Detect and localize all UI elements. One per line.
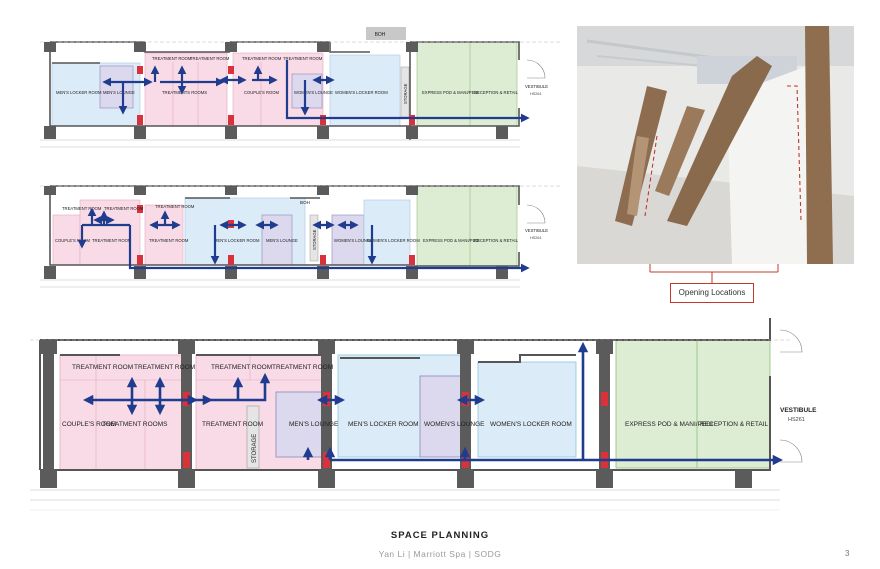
door-swings (526, 59, 803, 463)
circulation-arrows-b (77, 207, 530, 273)
floor-plan-option-c: TREATMENT ROOM TREATMENT ROOM TREATMENT … (30, 318, 817, 511)
label-treatment-rooms-c: TREATMENT ROOMS (102, 421, 168, 428)
label-couples-b: COUPLE'S ROOM (55, 238, 91, 243)
label-vestibule-code-b: HS261 (530, 236, 542, 240)
opening-markers-a (137, 66, 415, 125)
label-boh-a: BOH (375, 32, 386, 38)
label-treatment-4-c: TREATMENT ROOM (272, 364, 333, 371)
label-mens-locker-c: MEN'S LOCKER ROOM (348, 421, 419, 428)
womens-locker-room-a (329, 54, 401, 127)
mens-lounge-a (99, 65, 134, 109)
label-treatment-5-c: TREATMENT ROOM (202, 421, 263, 428)
label-treatment-2-c: TREATMENT ROOM (134, 364, 195, 371)
label-treatment-1-a: TREATMENT ROOM (152, 56, 192, 61)
label-couples-c: COUPLE'S ROOM (62, 421, 116, 428)
structural-columns-c (40, 340, 752, 488)
circulation-arrows-c (82, 341, 784, 466)
site-photo (577, 26, 854, 264)
express-pod-b (416, 185, 518, 267)
womens-locker-room-c (477, 361, 577, 458)
treatment-rooms-c (59, 354, 186, 471)
page-number: 3 (845, 549, 850, 558)
label-reception-b: RECEPTION & RETAIL (474, 238, 519, 243)
womens-lounge-c (419, 375, 467, 458)
label-express-a: EXPRESS POD & MANI/PEDI (422, 90, 479, 95)
label-mens-lounge-c: MEN'S LOUNGE (289, 421, 339, 428)
express-pod-c (615, 339, 771, 469)
boh-box-a (366, 27, 406, 40)
label-storage-a: STORAGE (403, 83, 408, 104)
storage-c (246, 405, 260, 469)
circulation-arrows-a (102, 60, 530, 123)
floor-plan-option-a: BOH TREATMENT ROOM TREATMENT ROOM TREATM… (40, 27, 560, 148)
label-vestibule-code-c: HS261 (788, 417, 805, 423)
structural-columns-b (44, 186, 508, 279)
opening-locations-callout: Opening Locations (670, 283, 754, 303)
label-womens-lounge-b: WOMEN'S LOUNGE (334, 238, 373, 243)
label-treatment-2-b: TREATMENT ROOM (104, 206, 144, 211)
floor-plan-option-b: TREATMENT ROOM TREATMENT ROOM TREATMENT … (40, 185, 560, 288)
label-storage-b: STORAGE (312, 229, 317, 250)
site-photo-illustration (577, 26, 854, 264)
label-treatment-5-b: TREATMENT ROOM (149, 238, 189, 243)
label-treatment-3-a: TREATMENT ROOM (242, 56, 282, 61)
label-mens-locker-a: MEN'S LOCKER ROOM (56, 90, 102, 95)
label-womens-locker-a: WOMEN'S LOCKER ROOM (335, 90, 388, 95)
storage-b (309, 214, 319, 262)
couples-room-b (52, 214, 81, 266)
label-express-b: EXPRESS POD & MANI/PEDI (423, 238, 480, 243)
structural-columns-a (44, 42, 508, 139)
label-mens-lounge-b: MEN'S LOUNGE (266, 238, 298, 243)
label-vestibule-code-a: HS261 (530, 92, 542, 96)
express-pod-a (416, 41, 518, 127)
label-mens-lounge-a: MEN'S LOUNGE (103, 90, 135, 95)
label-mens-locker-b: MEN'S LOCKER ROOM (214, 238, 260, 243)
label-treatments-rooms-a: TREATMENTS ROOMS (162, 90, 207, 95)
label-reception-c: RECEPTION & RETAIL (700, 421, 769, 428)
label-womens-lounge-a: WOMEN'S LOUNGE (294, 90, 333, 95)
label-couples-a: COUPLE'S ROOM (244, 90, 280, 95)
label-womens-locker-c: WOMEN'S LOCKER ROOM (490, 421, 572, 428)
label-boh-b: BOH (300, 200, 310, 205)
label-womens-lounge-c: WOMEN'S LOUNGE (424, 421, 485, 428)
label-treatment-3-c: TREATMENT ROOM (211, 364, 272, 371)
label-reception-a: RECEPTION & RETAIL (474, 90, 519, 95)
label-womens-locker-b: WOMEN'S LOCKER ROOM (367, 238, 420, 243)
label-treatment-1-b: TREATMENT ROOM (62, 206, 102, 211)
label-treatment-3-b: TREATMENT ROOM (155, 204, 195, 209)
label-vestibule-a: VESTIBULE (525, 84, 548, 89)
page-subtitle: Yan Li | Marriott Spa | SODG (378, 549, 502, 559)
label-treatment-2-a: TREATMENT ROOM (190, 56, 230, 61)
page-title: SPACE PLANNING (390, 530, 490, 541)
label-treatment-4-b: TREATMENT ROOM (92, 238, 132, 243)
label-treatment-4-a: TREATMENT ROOM (283, 56, 323, 61)
label-vestibule-c: VESTIBULE (780, 407, 817, 414)
label-storage-c: STORAGE (252, 434, 258, 463)
label-treatment-1-c: TREATMENT ROOM (72, 364, 133, 371)
opening-locations-connector (649, 264, 779, 283)
label-vestibule-b: VESTIBULE (525, 228, 548, 233)
label-express-c: EXPRESS POD & MANI/PEDI (625, 421, 713, 428)
